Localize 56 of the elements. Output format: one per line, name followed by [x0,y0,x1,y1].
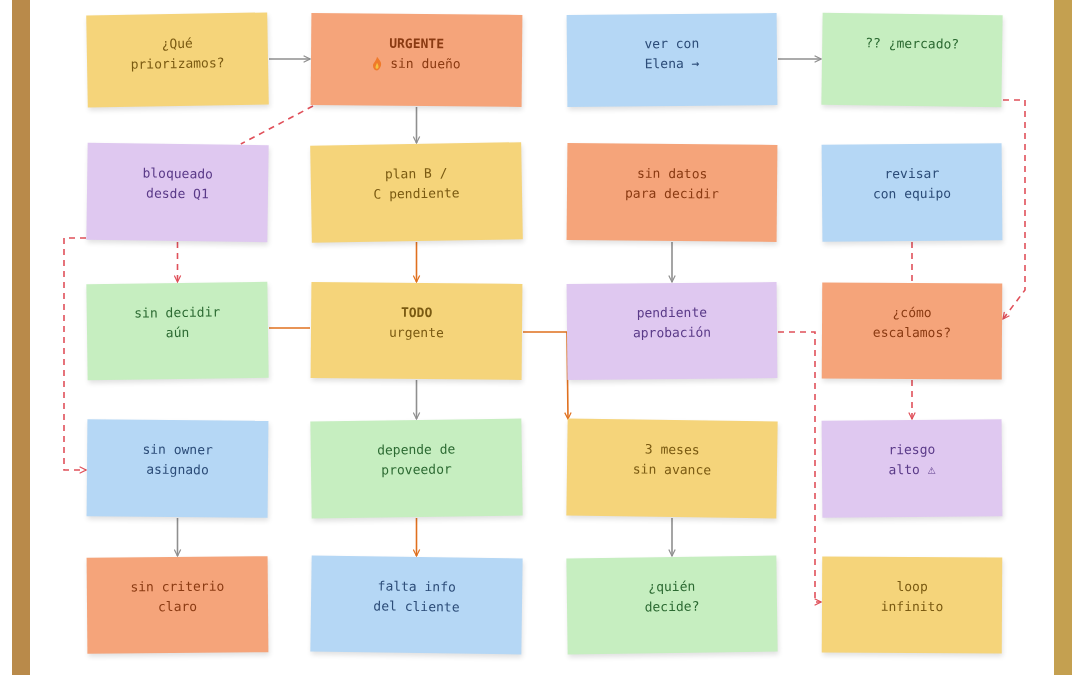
note-text: depende de proveedor [376,440,457,480]
note-text: plan B / C pendiente [372,164,461,204]
connector-arrow [412,379,421,420]
sticky-note [566,13,778,107]
connector-arrow [268,55,311,63]
connector-arrow [668,517,676,557]
sticky-note [310,555,523,655]
note-text: riesgo alto ⚠ [887,440,937,480]
note-text: ¿Qué priorizamos? [129,34,226,74]
sticky-note [86,281,269,381]
sticky-note [86,556,269,654]
connector-arrow [63,237,87,474]
sticky-note [86,142,269,243]
note-text: urgente [389,323,444,343]
note-text: sin owner asignado [141,440,214,480]
note-text: sin datos para decidir [623,164,720,204]
note-text: revisar con equipo [871,164,953,204]
sticky-note [310,418,523,519]
note-text: ver con Elena → [643,34,701,74]
note-text: ?? ¿mercado? [865,34,960,54]
sticky-note [566,143,778,242]
note-text: loop infinito [879,577,945,617]
note-text: ¿cómo escalamos? [871,303,953,343]
sticky-note [821,419,1003,518]
note-text: ¿quién decide? [643,577,701,617]
sticky-note [566,418,778,519]
note-text: 3 meses sin avance [631,440,713,480]
sticky-note [86,12,269,108]
connector-arrow [173,241,182,283]
sticky-note [566,282,778,380]
note-heading: URGENTE [389,34,445,54]
connector-arrow [777,331,822,606]
connector-arrow [412,517,421,557]
connector-arrow [1002,99,1026,320]
note-text: bloqueado desde Q1 [141,164,215,204]
note-text: sin decidir aún [133,303,222,343]
sticky-note [821,556,1003,654]
connector-arrow [412,106,421,144]
connector-arrow [412,241,421,283]
sticky-note [310,13,523,107]
connector-arrow [777,55,822,63]
note-text: pendiente aprobación [631,303,713,343]
sticky-note [821,143,1003,242]
sticky-note [566,555,778,655]
note-text: sin dueño [390,54,461,74]
connector-arrow [173,517,182,557]
sticky-note [310,142,523,243]
sticky-note [86,419,269,518]
connector-arrow [908,379,916,420]
note-heading: TODO [400,303,433,323]
sticky-note [821,12,1003,108]
note-text: sin criterio claro [129,577,226,617]
connector-arrow [668,241,676,283]
sticky-note [310,282,523,380]
note-text: falta info del cliente [372,577,461,617]
sticky-note [821,282,1003,380]
